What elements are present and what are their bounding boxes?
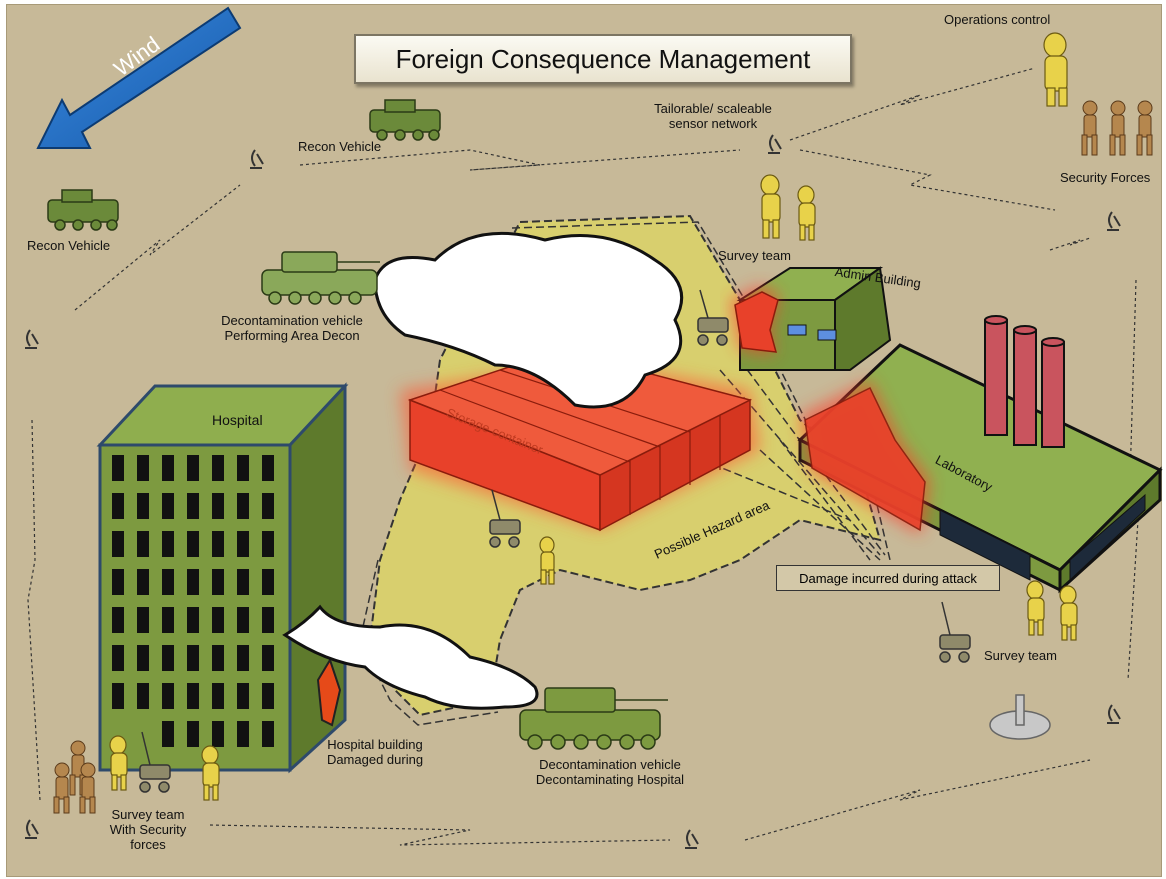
- sensor-network-line2: sensor network: [668, 116, 758, 131]
- hospital-window: [187, 683, 199, 709]
- hospital-window: [237, 493, 249, 519]
- hospital-damaged-label: Hospital building Damaged during: [314, 737, 436, 767]
- decon-vehicle-icon: [261, 251, 380, 305]
- survey-security-label: Survey team With Security forces: [98, 807, 198, 852]
- hospital-window: [187, 455, 199, 481]
- hospital-window: [162, 531, 174, 557]
- hospital-window: [137, 493, 149, 519]
- hospital-window: [162, 683, 174, 709]
- survey-security-line2: With Security: [109, 822, 187, 837]
- hospital-window: [187, 569, 199, 595]
- sensor-network-line1: Tailorable/ scaleable: [654, 101, 772, 116]
- hospital-window: [137, 531, 149, 557]
- hospital-window: [162, 645, 174, 671]
- hospital-window: [262, 645, 274, 671]
- sensor-network-label: Tailorable/ scaleable sensor network: [638, 101, 788, 131]
- hospital-window: [212, 683, 224, 709]
- sensor-network-links: [27, 67, 1139, 846]
- decon-area-line1: Decontamination vehicle: [221, 313, 363, 328]
- hospital-window: [262, 721, 274, 747]
- hospital-window: [112, 683, 124, 709]
- hospital-damaged-line2: Damaged during: [326, 752, 424, 767]
- hospital-window: [262, 531, 274, 557]
- hospital-window: [212, 645, 224, 671]
- security-forces-label: Security Forces: [1060, 170, 1151, 185]
- hospital-window: [237, 455, 249, 481]
- hospital-windows: [112, 455, 274, 747]
- hospital-window: [187, 607, 199, 633]
- damage-incurred-label: Damage incurred during attack: [776, 565, 1000, 591]
- recon-vehicle-icon: [47, 189, 119, 231]
- hospital-building: [96, 382, 349, 774]
- hospital-window: [237, 569, 249, 595]
- hospital-window: [162, 607, 174, 633]
- hospital-label: Hospital: [212, 412, 263, 428]
- hospital-window: [187, 721, 199, 747]
- hospital-window: [137, 569, 149, 595]
- hospital-window: [237, 721, 249, 747]
- robot-icon: [139, 289, 971, 793]
- hospital-window: [112, 455, 124, 481]
- hospital-window: [112, 493, 124, 519]
- hospital-window: [137, 645, 149, 671]
- admin-building: [730, 266, 892, 371]
- hospital-window: [112, 645, 124, 671]
- hospital-window: [212, 721, 224, 747]
- hospital-window: [112, 569, 124, 595]
- hospital-window: [112, 531, 124, 557]
- hospital-window: [112, 607, 124, 633]
- smoke-cloud-top: [373, 231, 684, 409]
- decon-vehicle-icon: [519, 687, 668, 750]
- decon-hospital-label: Decontamination vehicle Decontaminating …: [520, 757, 700, 787]
- decon-area-label: Decontamination vehicle Performing Area …: [207, 313, 377, 343]
- hospital-window: [187, 493, 199, 519]
- survey-security-line3: forces: [130, 837, 166, 852]
- hospital-window: [137, 607, 149, 633]
- decon-hospital-line2: Decontaminating Hospital: [535, 772, 685, 787]
- recon-vehicle-label: Recon Vehicle: [27, 238, 111, 253]
- hospital-window: [137, 683, 149, 709]
- hospital-window: [262, 569, 274, 595]
- operations-control-label: Operations control: [944, 12, 1051, 27]
- hazmat-personnel-icon: [109, 32, 1078, 801]
- hospital-window: [187, 531, 199, 557]
- laboratory-building: [797, 315, 1163, 594]
- hospital-window: [162, 569, 174, 595]
- smoke-cloud-bottom: [282, 604, 539, 710]
- hospital-window: [162, 493, 174, 519]
- hospital-window: [262, 683, 274, 709]
- hospital-window: [212, 569, 224, 595]
- recon-vehicle-icon: [369, 99, 441, 141]
- hospital-window: [237, 531, 249, 557]
- hospital-window: [162, 721, 174, 747]
- survey-team-label: Survey team: [718, 248, 791, 263]
- hospital-window: [137, 455, 149, 481]
- soldier-icon: [53, 100, 1153, 814]
- hospital-window: [262, 455, 274, 481]
- sensor-icon: [25, 134, 1121, 849]
- survey-security-line1: Survey team: [111, 807, 185, 822]
- decon-area-line2: Performing Area Decon: [224, 328, 360, 343]
- hospital-window: [237, 645, 249, 671]
- hospital-window: [212, 455, 224, 481]
- smokestack-icon: [984, 315, 1065, 448]
- hospital-window: [237, 683, 249, 709]
- hospital-window: [187, 645, 199, 671]
- hospital-window: [237, 607, 249, 633]
- wind-arrow-icon: [36, 6, 242, 149]
- hospital-window: [262, 493, 274, 519]
- diagram-title: Foreign Consequence Management: [354, 34, 852, 84]
- hospital-damaged-line1: Hospital building: [327, 737, 423, 752]
- survey-team-label: Survey team: [984, 648, 1057, 663]
- hospital-window: [212, 607, 224, 633]
- decon-hospital-line1: Decontamination vehicle: [539, 757, 681, 772]
- recon-vehicle-label: Recon Vehicle: [298, 139, 382, 154]
- sensor-base-icon: [989, 694, 1051, 740]
- hospital-window: [162, 455, 174, 481]
- hospital-window: [212, 531, 224, 557]
- hospital-window: [212, 493, 224, 519]
- hospital-window: [262, 607, 274, 633]
